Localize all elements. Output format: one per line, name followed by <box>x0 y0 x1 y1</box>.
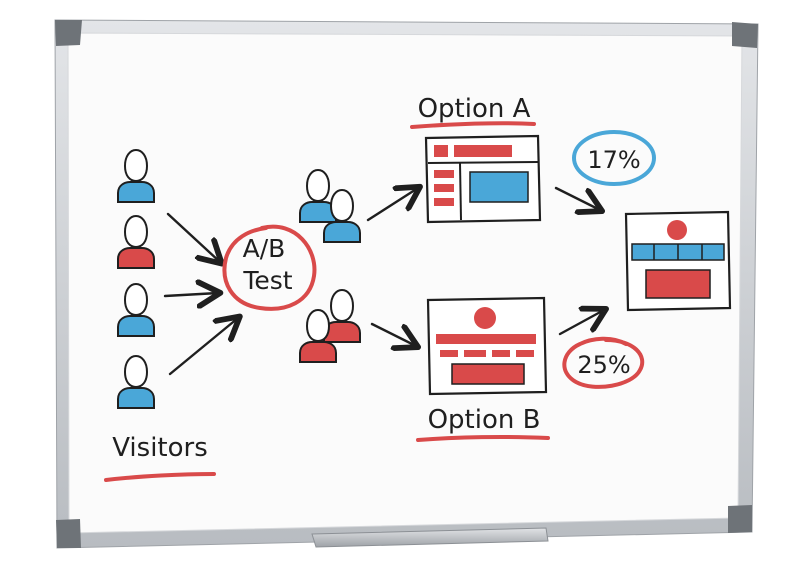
option-b-rate: 25% <box>577 351 630 379</box>
option-b-label: Option B <box>428 405 541 435</box>
ab-test-circle: A/B Test <box>222 224 317 311</box>
visitors-label: Visitors <box>112 433 208 463</box>
option-a-rate-circle <box>572 130 656 186</box>
winning-page <box>624 210 732 312</box>
option-b-page <box>426 296 548 396</box>
visitors-underline <box>104 472 216 482</box>
option-a-page <box>424 134 542 224</box>
arrows-to-result <box>554 186 604 336</box>
option-a-rate: 17% <box>587 146 640 174</box>
option-a-underline <box>410 121 536 129</box>
option-a-label: Option A <box>418 94 531 124</box>
arrows-to-test <box>163 212 238 376</box>
option-b-rate-circle <box>562 336 645 389</box>
test-label-line1: A/B <box>243 234 286 263</box>
option-b-underline <box>416 434 550 442</box>
test-label-line2: Test <box>242 266 292 295</box>
marker-tray <box>311 527 549 548</box>
arrows-to-options <box>366 188 418 346</box>
